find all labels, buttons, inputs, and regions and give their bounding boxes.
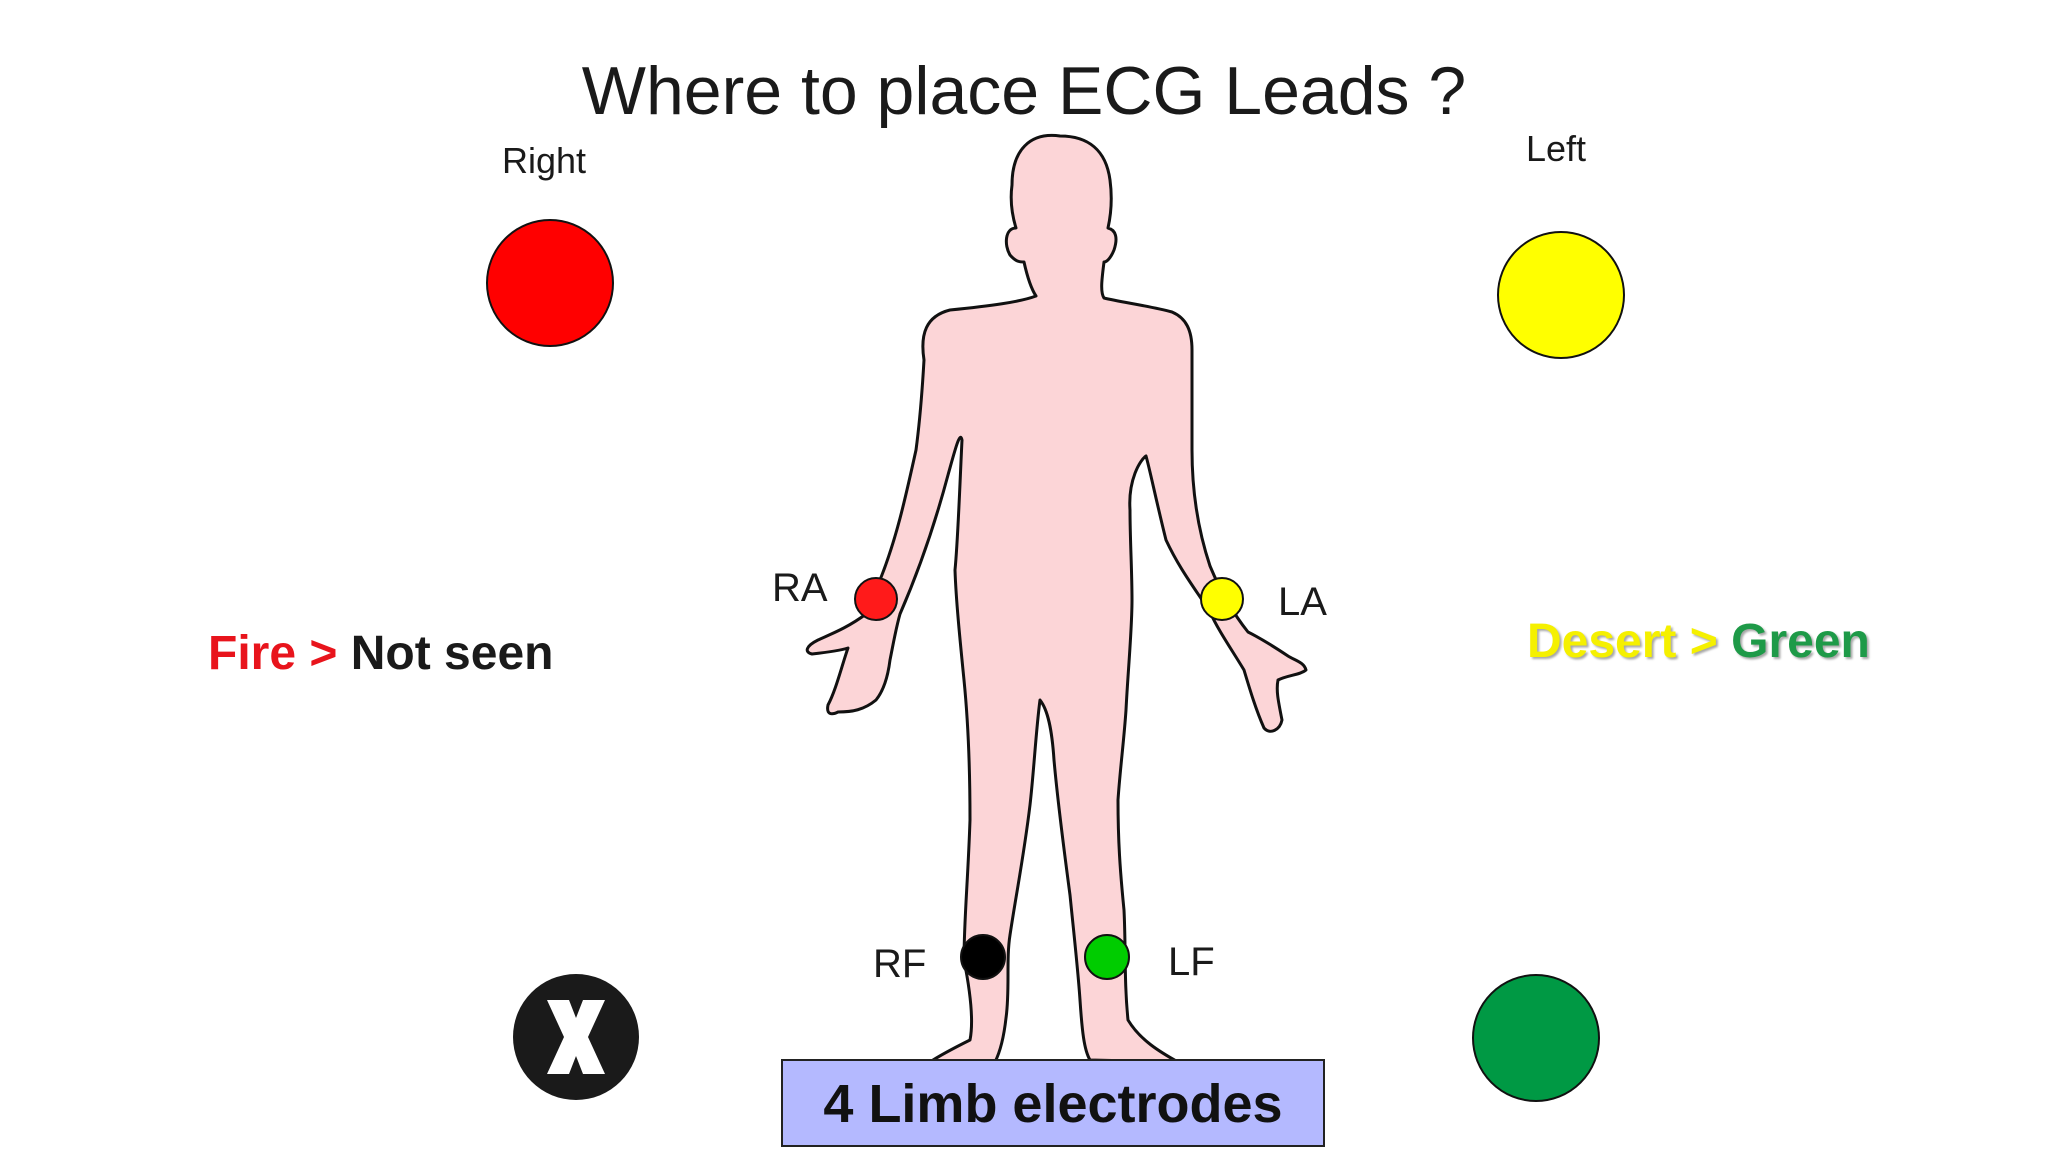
- right-side-label: Right: [502, 140, 587, 181]
- right-mnemonic: Fire > Not seen: [208, 626, 553, 681]
- mnemonic-fire: Fire: [208, 627, 297, 680]
- mnemonic-separator-left: >: [1689, 615, 1718, 668]
- ra-label: RA: [772, 566, 828, 610]
- x-mark-icon: [513, 974, 639, 1100]
- rf-label: RF: [873, 942, 926, 986]
- rf-electrode: [960, 934, 1006, 980]
- footer-label-box: 4 Limb electrodes: [781, 1059, 1325, 1147]
- right-arm-color-circle: [486, 219, 614, 347]
- lf-electrode: [1084, 934, 1130, 980]
- ra-electrode: [854, 577, 898, 621]
- left-leg-color-circle: [1472, 974, 1600, 1102]
- left-arm-color-circle: [1497, 231, 1625, 359]
- mnemonic-not-seen: Not seen: [350, 627, 554, 680]
- mnemonic-green: Green: [1731, 615, 1870, 668]
- body-silhouette: [805, 133, 1308, 1064]
- mnemonic-separator-right: >: [309, 627, 338, 680]
- lf-label: LF: [1168, 940, 1215, 984]
- slide-title: Where to place ECG Leads ?: [581, 53, 1467, 129]
- left-mnemonic: Desert > Green: [1527, 614, 1870, 669]
- left-side-label: Left: [1526, 128, 1587, 169]
- la-label: LA: [1278, 580, 1327, 624]
- mnemonic-desert: Desert: [1527, 615, 1677, 668]
- la-electrode: [1200, 577, 1244, 621]
